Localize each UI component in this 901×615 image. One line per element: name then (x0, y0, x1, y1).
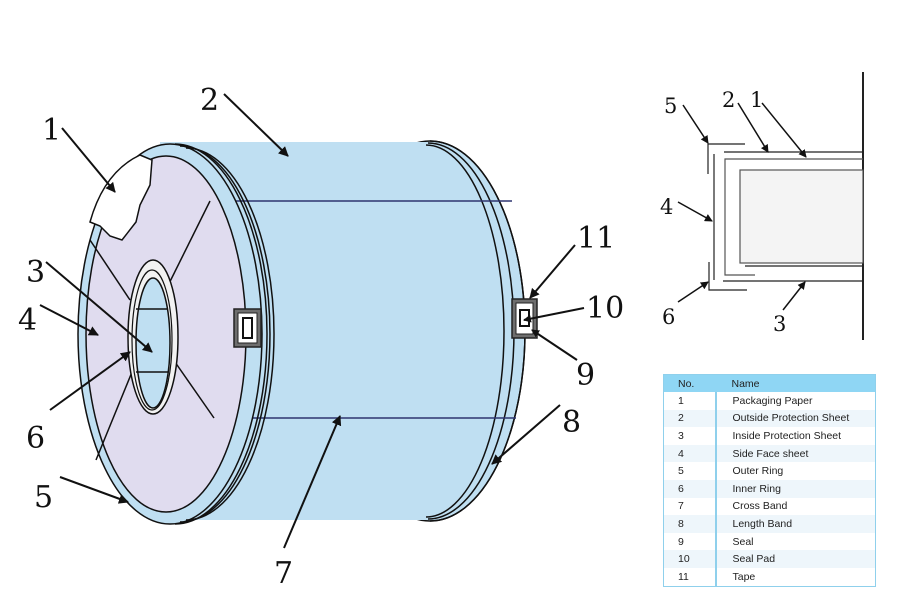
legend-header-no: No. (663, 374, 716, 392)
legend-name: Cross Band (732, 500, 788, 513)
legend-no: 9 (663, 532, 717, 551)
legend-no: 6 (663, 479, 717, 498)
legend-no: 11 (663, 567, 717, 587)
cs-leader-5 (682, 104, 709, 144)
callout-8: 8 (562, 405, 581, 440)
legend-name: Packaging Paper (732, 394, 813, 407)
legend-name: Seal (732, 535, 754, 548)
legend-header-name: Name (715, 374, 876, 392)
outer-ring-line (707, 143, 745, 174)
cs-leader-2 (737, 102, 769, 153)
legend-row: 3 Inside Protection Sheet (663, 427, 876, 445)
leader-11 (529, 244, 576, 299)
leader-10 (523, 307, 585, 323)
roll-core (739, 169, 864, 264)
cs-callout-1: 1 (750, 88, 763, 112)
leader-3 (45, 261, 153, 353)
legend-name: Seal Pad (715, 550, 876, 568)
seal (519, 309, 530, 327)
legend-no: 7 (663, 497, 717, 516)
outside-protection-sheet-line (724, 158, 863, 276)
cs-callout-3: 3 (773, 312, 786, 336)
legend-row: 9 Seal (663, 532, 876, 551)
legend-name: Inside Protection Sheet (732, 429, 842, 442)
legend-row: 5 Outer Ring (663, 462, 876, 480)
inside-protection-sheet (135, 277, 171, 409)
cs-callout-5: 5 (664, 94, 677, 118)
leader-6 (49, 351, 131, 411)
callout-9: 9 (576, 358, 595, 393)
main-callouts: 1 2 3 4 5 6 7 8 9 10 11 (18, 83, 624, 591)
legend-name: Tape (732, 570, 756, 583)
callout-5: 5 (34, 480, 53, 515)
callout-4: 4 (18, 303, 37, 338)
legend-name: Outside Protection Sheet (715, 409, 876, 428)
cs-leader-4 (677, 201, 713, 222)
callout-2: 2 (200, 83, 219, 118)
leader-2 (223, 93, 289, 157)
callout-6: 6 (26, 421, 45, 456)
callout-11: 11 (577, 221, 615, 256)
legend-name: Length Band (715, 515, 876, 533)
legend-row: 1 Packaging Paper (663, 392, 876, 410)
leader-8 (491, 404, 561, 465)
cs-leader-3 (782, 281, 806, 311)
cs-callout-4: 4 (660, 195, 673, 219)
cs-leader-1 (761, 102, 807, 158)
legend-row: 7 Cross Band (663, 497, 876, 516)
legend-no: 10 (663, 550, 717, 568)
leader-4 (39, 304, 99, 336)
leader-9 (531, 329, 578, 361)
legend-name: Inner Ring (715, 479, 876, 498)
leader-1 (61, 127, 116, 193)
legend-name: Outer Ring (732, 465, 784, 478)
cross-section: 5 2 1 4 6 3 (660, 72, 864, 340)
callout-1: 1 (42, 113, 61, 148)
legend-no: 2 (663, 409, 717, 428)
cs-leader-6 (677, 281, 709, 303)
legend-row: 11 Tape (663, 567, 876, 587)
legend-no: 5 (663, 462, 717, 480)
seal-left (233, 308, 262, 348)
leader-7 (283, 415, 342, 549)
main-leaders (39, 93, 585, 549)
cs-callout-2: 2 (722, 88, 735, 112)
legend-no: 4 (663, 444, 717, 463)
leader-5 (59, 476, 129, 504)
legend-no: 1 (663, 392, 717, 410)
seal (242, 317, 253, 339)
inner-ring-line (708, 262, 747, 291)
legend-no: 3 (663, 427, 717, 445)
callout-10: 10 (586, 291, 624, 326)
cs-callout-6: 6 (662, 305, 675, 329)
packaging-paper-tear (89, 154, 153, 241)
legend-header-row: No. Name (663, 374, 876, 392)
callout-7: 7 (274, 556, 293, 591)
left-side-face (77, 143, 275, 525)
legend-name: Side Face sheet (715, 444, 876, 463)
legend-no: 8 (663, 515, 717, 533)
callout-3: 3 (26, 255, 45, 290)
